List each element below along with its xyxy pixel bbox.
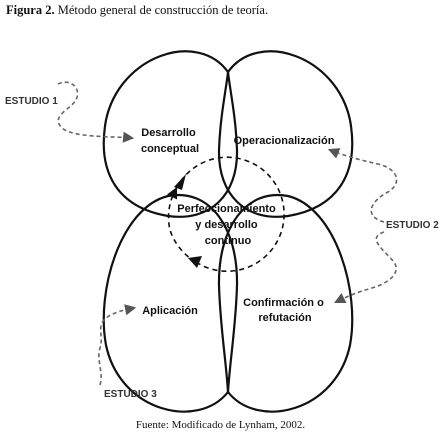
label-center-line-3: continuo <box>205 235 252 247</box>
figure-title: Método general de construcción de teoría… <box>54 3 269 17</box>
label-aplicacion: Aplicación <box>142 305 198 317</box>
label-center-line-2: y desarrollo <box>195 219 258 231</box>
label-confirmacion-line-1: Confirmación o <box>243 297 324 309</box>
figure-source: Fuente: Modificado de Lynham, 2002. <box>135 419 306 431</box>
label-desarrollo-line-1: Desarrollo <box>141 127 196 139</box>
lobe-confirmacion-shape <box>217 193 354 413</box>
label-confirmacion-line-2: refutación <box>258 312 311 324</box>
cycle-arrowhead-top <box>174 174 186 190</box>
cycle-arrowhead-bottom <box>188 256 202 268</box>
arrow-estudio-1 <box>57 81 135 143</box>
label-desarrollo-line-2: conceptual <box>141 143 199 155</box>
label-center-line-1: Perfeccionamiento <box>177 203 276 215</box>
figure-number: Figura 2. <box>6 3 55 17</box>
lobe-operacionalizacion-shape <box>217 50 354 218</box>
figure-caption: Figura 2. Método general de construcción… <box>6 3 268 18</box>
arrow-estudio-2-down <box>333 231 397 304</box>
label-center: Perfeccionamiento y desarrollo continuo <box>177 203 278 247</box>
label-operacionalizacion: Operacionalización <box>234 135 335 147</box>
label-estudio-2: ESTUDIO 2 <box>386 220 439 231</box>
label-aplicacion-line-1: Aplicación <box>142 305 198 317</box>
label-confirmacion: Confirmación o refutación <box>243 297 327 324</box>
label-desarrollo: Desarrollo conceptual <box>141 127 199 155</box>
cycle-arc-upper <box>166 156 285 273</box>
label-operacionalizacion-line-1: Operacionalización <box>234 135 335 147</box>
label-estudio-3: ESTUDIO 3 <box>104 389 157 400</box>
cycle-arc-lower <box>167 188 197 263</box>
lobe-aplicacion-shape <box>102 193 239 413</box>
lobe-desarrollo-shape <box>102 50 239 218</box>
arrow-estudio-2-up <box>327 148 398 223</box>
label-estudio-1: ESTUDIO 1 <box>5 96 58 107</box>
central-cycle <box>166 156 285 273</box>
